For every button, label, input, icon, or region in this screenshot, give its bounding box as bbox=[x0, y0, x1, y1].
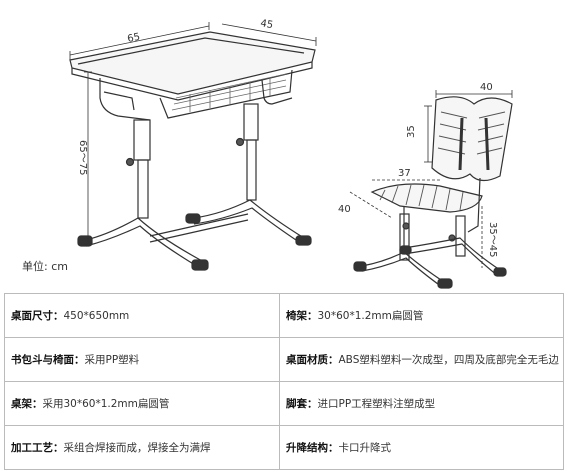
spec-cell: 升降结构：卡口升降式 bbox=[279, 425, 564, 470]
chair-illustration bbox=[353, 96, 513, 289]
spec-cell: 椅架：30*60*1.2mm扁圆管 bbox=[279, 293, 564, 338]
desk-width-label: 65 bbox=[126, 32, 141, 45]
spec-cell: 书包斗与椅面：采用PP塑料 bbox=[4, 337, 280, 382]
table-row: 加工工艺：采组合焊接而成，焊接全为满焊 升降结构：卡口升降式 bbox=[4, 425, 564, 470]
spec-cell: 桌面尺寸：450*650mm bbox=[4, 293, 280, 338]
table-row: 桌架：采用30*60*1.2mm扁圆管 脚套：进口PP工程塑料注塑成型 bbox=[4, 381, 564, 426]
seat-width-label: 37 bbox=[398, 168, 411, 179]
chair-back-width-label: 40 bbox=[480, 82, 493, 93]
table-row: 书包斗与椅面：采用PP塑料 桌面材质：ABS塑料塑料一次成型，四周及底部完全无毛… bbox=[4, 337, 564, 382]
table-row: 桌面尺寸：450*650mm 椅架：30*60*1.2mm扁圆管 bbox=[4, 293, 564, 338]
dimension-lines bbox=[69, 22, 513, 268]
desk-illustration bbox=[69, 31, 316, 271]
spec-cell: 加工工艺：采组合焊接而成，焊接全为满焊 bbox=[4, 425, 280, 470]
unit-label: 单位: cm bbox=[22, 260, 68, 273]
desk-chair-drawing: 65 45 65～75 40 35 37 40 35～45 bbox=[69, 18, 513, 289]
spec-cell: 桌架：采用30*60*1.2mm扁圆管 bbox=[4, 381, 280, 426]
spec-cell: 脚套：进口PP工程塑料注塑成型 bbox=[279, 381, 564, 426]
spec-table: 桌面尺寸：450*650mm 椅架：30*60*1.2mm扁圆管 书包斗与椅面：… bbox=[4, 293, 564, 470]
seat-depth-label: 40 bbox=[338, 204, 351, 215]
chair-back-height-label: 35 bbox=[406, 125, 417, 138]
desk-depth-label: 45 bbox=[259, 18, 273, 31]
spec-cell: 桌面材质：ABS塑料塑料一次成型，四周及底部完全无毛边 bbox=[279, 337, 564, 382]
seat-height-label: 35～45 bbox=[487, 222, 498, 257]
desk-height-label: 65～75 bbox=[77, 140, 88, 175]
dimension-labels: 65 45 65～75 40 35 37 40 35～45 bbox=[77, 18, 498, 257]
